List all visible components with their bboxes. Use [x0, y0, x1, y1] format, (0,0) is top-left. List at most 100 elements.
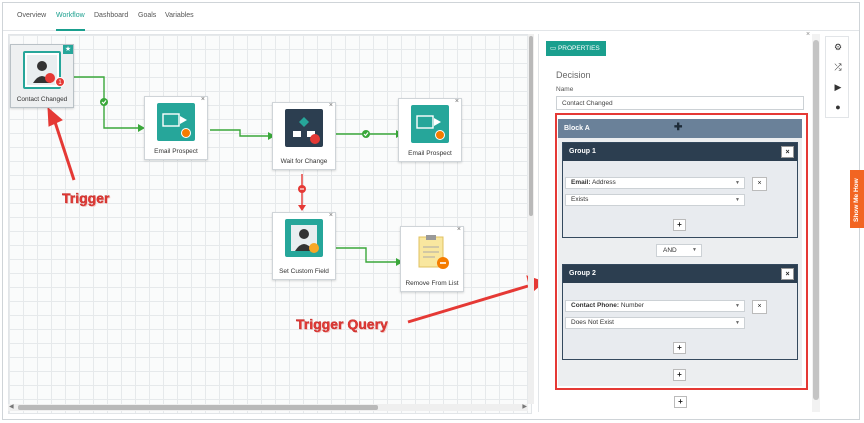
field-select[interactable]: Contact Phone: Number ▼ — [565, 300, 745, 312]
tab-properties-label: PROPERTIES — [557, 45, 600, 52]
panel-scrollbar[interactable] — [812, 34, 820, 412]
email-send-icon — [411, 105, 449, 143]
gear-icon[interactable]: ⚙ — [833, 42, 843, 52]
field-type: Number — [619, 302, 644, 309]
tab-goals[interactable]: Goals — [138, 12, 157, 19]
add-group-button[interactable]: + — [673, 369, 686, 381]
connector-select[interactable]: AND ▼ — [656, 244, 702, 257]
node-wait-for-change[interactable]: × Wait for Change — [272, 102, 336, 170]
arrowhead-icon — [268, 132, 275, 140]
operator-select[interactable]: Does Not Exist ▼ — [565, 317, 745, 329]
group-title: Group 2 — [569, 270, 596, 277]
scroll-right-icon[interactable]: ▶ — [522, 404, 527, 410]
workflow-connectors — [47, 76, 540, 324]
folder-icon: ▭ — [550, 45, 558, 52]
node-label: Remove From List — [405, 280, 459, 287]
scroll-thumb[interactable] — [18, 405, 378, 410]
add-condition-button[interactable]: + — [673, 342, 686, 354]
annotation-highlight-box — [555, 113, 808, 390]
node-label: Set Custom Field — [279, 268, 329, 275]
add-condition-button[interactable]: + — [673, 219, 686, 231]
field-select[interactable]: Email: Address ▼ — [565, 177, 745, 189]
group-title: Group 1 — [569, 148, 596, 155]
node-label: Email Prospect — [154, 148, 198, 155]
annotation-trigger: Trigger — [62, 190, 110, 206]
connector-custom-remove — [336, 247, 396, 263]
add-block-button[interactable]: + — [674, 396, 687, 408]
connector-value: AND — [663, 247, 677, 254]
field-type: Address — [590, 179, 616, 186]
operator-select[interactable]: Exists ▼ — [565, 194, 745, 206]
chevron-down-icon: ▼ — [735, 320, 740, 326]
shuffle-icon[interactable]: ⤮ — [834, 62, 842, 72]
close-icon[interactable]: × — [328, 102, 333, 109]
remove-group-button[interactable]: × — [781, 146, 794, 158]
operator-value: Does Not Exist — [571, 319, 614, 326]
play-icon[interactable]: ▶ — [834, 82, 842, 92]
arrowhead-icon — [47, 106, 63, 127]
canvas-vertical-scrollbar[interactable] — [528, 34, 534, 404]
close-icon[interactable]: × — [456, 226, 461, 233]
arrowhead-icon — [396, 258, 403, 266]
annotation-trigger-query: Trigger Query — [296, 316, 388, 332]
operator-value: Exists — [571, 196, 589, 203]
edit-contact-icon — [285, 219, 323, 257]
remove-group-button[interactable]: × — [781, 268, 794, 280]
email-send-icon — [157, 103, 195, 141]
scroll-thumb[interactable] — [529, 36, 533, 216]
tool-strip: ⚙ ⤮ ▶ ● — [825, 36, 849, 118]
node-set-custom-field[interactable]: × Set Custom Field — [272, 212, 336, 280]
contact-person-icon — [23, 51, 61, 89]
name-input[interactable] — [556, 96, 804, 110]
arrowhead-icon — [138, 124, 145, 132]
arrowhead-icon — [298, 205, 306, 211]
star-icon: ★ — [63, 45, 73, 54]
tab-workflow[interactable]: Workflow — [56, 12, 85, 31]
count-badge: 1 — [55, 77, 65, 87]
remove-condition-button[interactable]: × — [752, 177, 767, 191]
scroll-thumb[interactable] — [813, 40, 819, 400]
clipboard-remove-icon — [413, 233, 451, 271]
node-email-prospect-2[interactable]: × Email Prospect — [398, 98, 462, 162]
group-header: Group 2 × — [563, 265, 797, 283]
top-nav: Overview Workflow Dashboard Goals Variab… — [3, 3, 859, 31]
scroll-left-icon[interactable]: ◀ — [9, 404, 14, 410]
annotation-arrow-query — [407, 284, 529, 324]
name-label: Name — [556, 86, 574, 93]
show-me-how-button[interactable]: Show Me How — [850, 170, 864, 228]
close-icon[interactable]: × — [328, 212, 333, 219]
decision-flow-icon — [285, 109, 323, 147]
close-icon[interactable]: × — [454, 98, 459, 105]
canvas-horizontal-scrollbar[interactable]: ◀ ▶ — [8, 404, 528, 411]
node-label: Email Prospect — [408, 150, 452, 157]
chevron-down-icon: ▼ — [692, 247, 697, 253]
chevron-down-icon: ▼ — [735, 180, 740, 186]
node-remove-from-list[interactable]: × Remove From List — [400, 226, 464, 292]
chevron-down-icon: ▼ — [735, 197, 740, 203]
node-contact-changed[interactable]: ★ 1 Contact Changed — [10, 44, 74, 108]
close-icon[interactable]: × — [200, 96, 205, 103]
field-name: Contact Phone: — [571, 302, 620, 309]
tab-variables[interactable]: Variables — [165, 12, 194, 19]
section-title: Decision — [556, 70, 591, 80]
annotation-arrow-trigger — [53, 121, 76, 181]
remove-condition-button[interactable]: × — [752, 300, 767, 314]
field-name: Email: — [571, 179, 591, 186]
node-label: Wait for Change — [280, 158, 328, 165]
block-title: Block A — [564, 125, 590, 132]
chevron-down-icon: ▼ — [735, 303, 740, 309]
block-header: Block A ✚ — [558, 119, 802, 138]
group-header: Group 1 × — [563, 143, 797, 161]
tab-dashboard[interactable]: Dashboard — [94, 12, 129, 19]
node-email-prospect-1[interactable]: × Email Prospect — [144, 96, 208, 160]
check-yes-icon — [100, 98, 108, 106]
drag-move-icon[interactable]: ✚ — [674, 122, 683, 133]
show-me-how-label: Show Me How — [853, 178, 860, 222]
comment-icon[interactable]: ● — [835, 102, 841, 112]
connector-email1-wait — [210, 129, 268, 137]
tab-properties[interactable]: ▭ PROPERTIES — [546, 41, 606, 56]
check-yes-icon — [362, 130, 370, 138]
tab-overview[interactable]: Overview — [17, 12, 47, 19]
node-label: Contact Changed — [16, 96, 68, 103]
close-icon[interactable]: × — [806, 31, 811, 38]
